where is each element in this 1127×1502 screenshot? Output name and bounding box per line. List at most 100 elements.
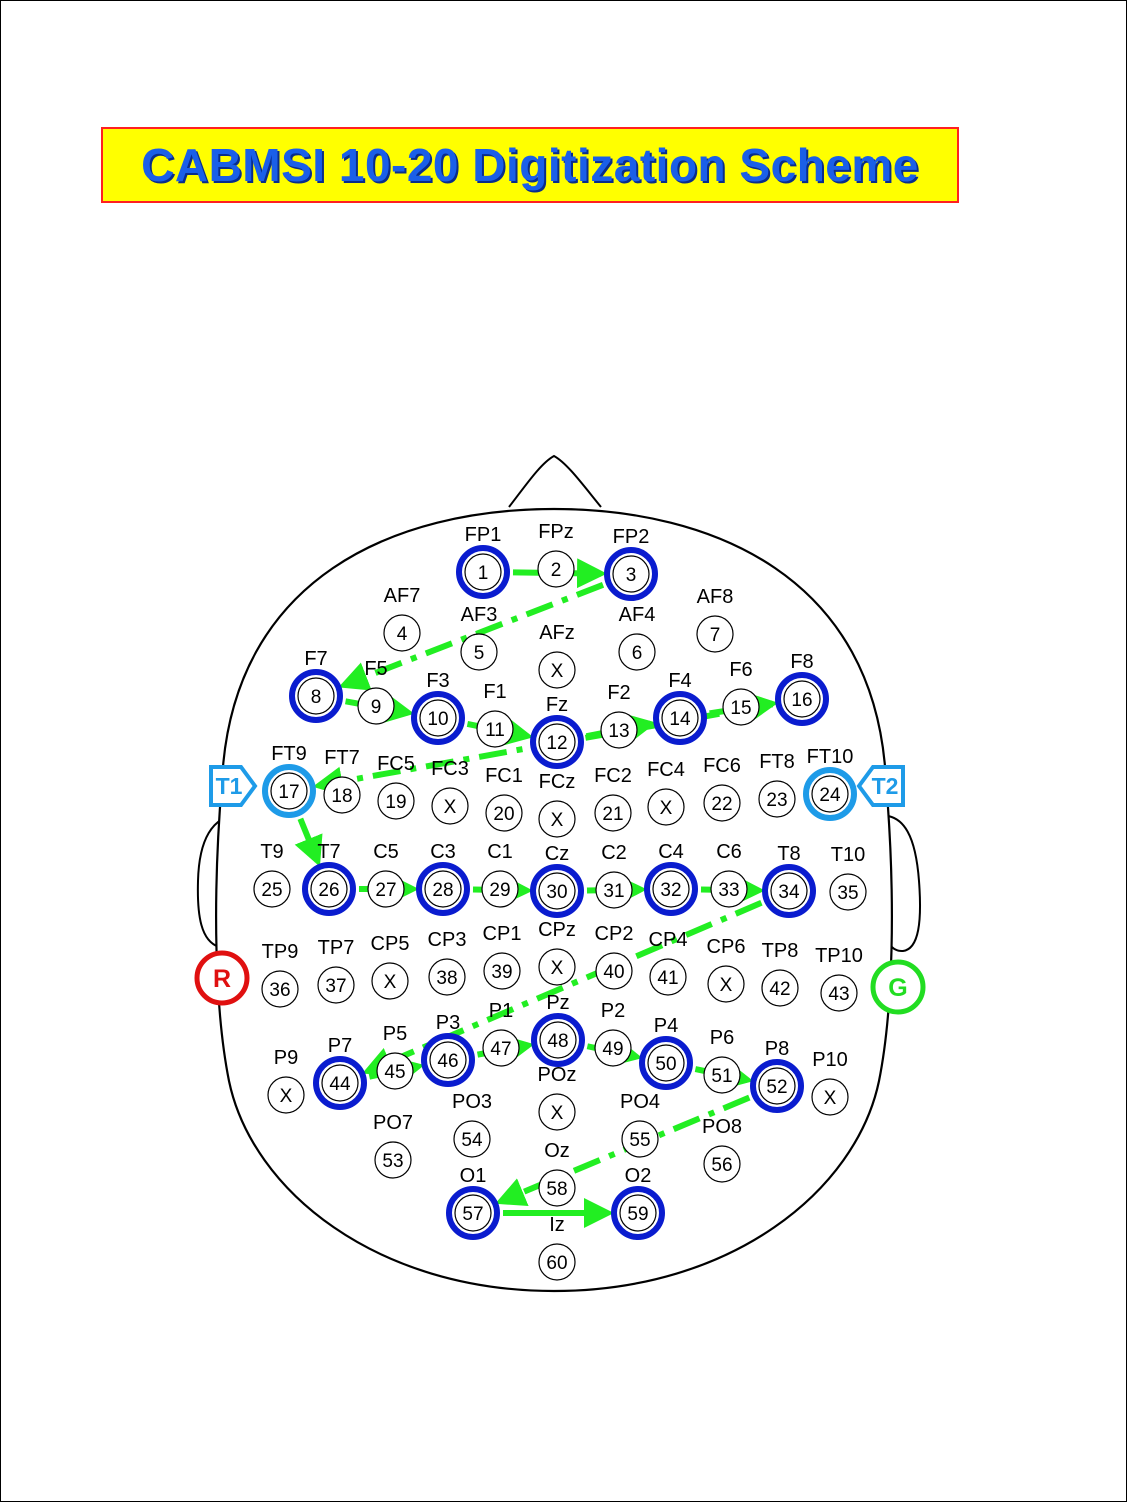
diagram-title: CABMSI 10-20 Digitization Scheme <box>141 139 919 191</box>
electrode-circle <box>594 1029 632 1067</box>
electrode-label: TP7 <box>318 937 355 959</box>
electrode-ft9: 17 FT9 <box>262 743 316 818</box>
electrode-number: 38 <box>436 968 457 989</box>
electrode-label: T10 <box>831 844 865 866</box>
electrode-circle <box>649 958 687 996</box>
electrode-number: 23 <box>766 790 787 811</box>
electrode-label: P7 <box>328 1035 352 1057</box>
electrode-circle <box>270 772 308 810</box>
path-arrow-17-to-26 <box>294 817 323 867</box>
electrode-circle <box>710 870 748 908</box>
electrode-label: CP4 <box>649 929 688 951</box>
electrode-circle <box>537 550 575 588</box>
electrode-label: F6 <box>729 659 752 681</box>
electrode-number: 34 <box>778 882 800 903</box>
electrode-number: X <box>551 810 564 831</box>
electrode-p9: XP9 <box>267 1047 305 1114</box>
electrode-label: CP1 <box>483 923 522 945</box>
electrode-label: C5 <box>373 841 399 863</box>
electrode-number: 18 <box>331 786 352 807</box>
electrode-number: 53 <box>382 1151 403 1172</box>
electrode-number: 16 <box>791 690 812 711</box>
electrode-circle <box>761 969 799 1007</box>
marker-shape <box>209 765 258 807</box>
electrode-label: O1 <box>460 1165 487 1187</box>
electrode-number: X <box>384 972 397 993</box>
electrode-label: FC5 <box>377 753 415 775</box>
marker-ring <box>870 959 926 1015</box>
electrode-af4: 6 AF4 <box>618 604 656 671</box>
electrode-number: 59 <box>627 1204 648 1225</box>
electrode-layer: 1FP12FPz3FP24AF75AF3XAFz6AF47AF88F79F510… <box>253 521 867 1281</box>
electrode-circle <box>367 870 405 908</box>
electrode-label: FC6 <box>703 755 741 777</box>
electrode-label: Fz <box>546 694 568 716</box>
electrode-number: 5 <box>474 643 485 664</box>
path-arrow-34-to-44 <box>362 900 763 1076</box>
electrode-number: 56 <box>711 1155 732 1176</box>
electrode-circle <box>424 870 462 908</box>
electrode-label: Pz <box>546 992 569 1014</box>
electrode-circle <box>383 614 421 652</box>
ground-electrode-marker: G <box>870 959 926 1015</box>
electrode-label: P1 <box>489 1000 513 1022</box>
electrode-label: F4 <box>668 670 691 692</box>
electrode-number: 37 <box>325 976 346 997</box>
electrode-label: FC3 <box>431 758 469 780</box>
electrode-circle <box>310 870 348 908</box>
electrode-label: F2 <box>607 682 630 704</box>
electrode-number: X <box>824 1088 837 1109</box>
electrode-number: 26 <box>318 880 339 901</box>
electrode-circle <box>829 873 867 911</box>
electrode-label: Oz <box>544 1140 570 1162</box>
electrode-circle <box>621 1120 659 1158</box>
electrode-circle <box>454 1194 492 1232</box>
electrode-circle <box>376 1052 414 1090</box>
electrode-number: 17 <box>278 782 299 803</box>
electrode-circle <box>811 1078 849 1116</box>
electrode-circle <box>703 784 741 822</box>
electrode-circle <box>770 872 808 910</box>
electrode-number: 21 <box>602 804 623 825</box>
electrode-number: 15 <box>730 698 751 719</box>
electrode-label: FT9 <box>271 743 307 765</box>
electrode-label: C1 <box>487 841 513 863</box>
electrode-label: AF4 <box>619 604 656 626</box>
electrode-number: 9 <box>371 697 382 718</box>
electrode-number: 52 <box>766 1077 787 1098</box>
electrode-number: 6 <box>632 643 643 664</box>
electrode-label: C2 <box>601 842 627 864</box>
electrode-label: F5 <box>364 658 387 680</box>
electrode-circle <box>485 794 523 832</box>
electrode-label: C3 <box>430 841 456 863</box>
electrode-circle <box>595 952 633 990</box>
electrode-label: P8 <box>765 1038 789 1060</box>
electrode-number: X <box>720 975 733 996</box>
electrode-circle <box>428 958 466 996</box>
electrode-label: FT7 <box>324 747 360 769</box>
electrode-circle <box>371 962 409 1000</box>
electrode-number: 43 <box>828 984 849 1005</box>
electrode-label: Iz <box>549 1214 565 1236</box>
